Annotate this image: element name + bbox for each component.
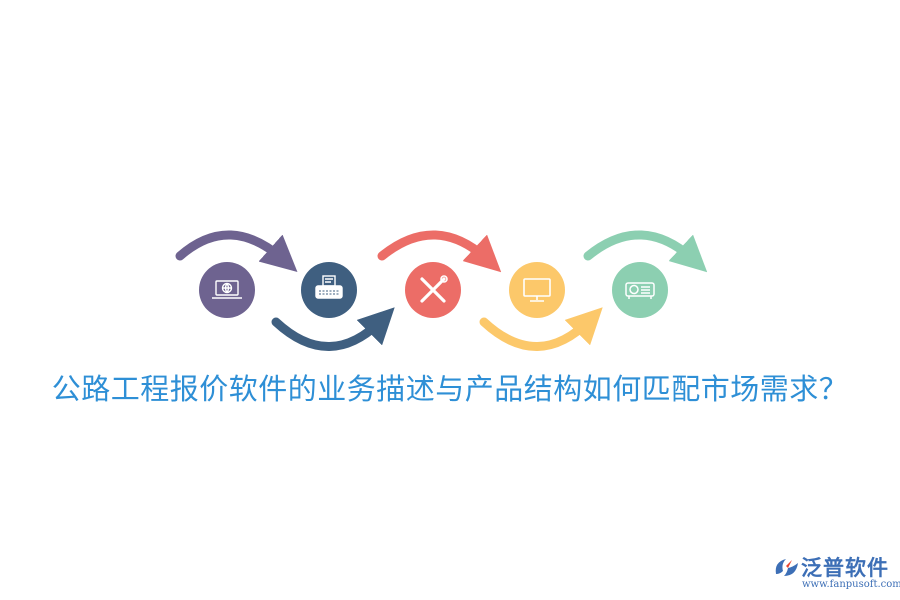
step-2-arrow [271,307,395,351]
typewriter-icon [315,275,343,299]
step-5-arrow [583,230,708,273]
brand-watermark: 泛普软件 www.fanpusoft.com [772,552,900,596]
fanpu-logo-icon [775,559,798,576]
brand-name: 泛普软件 [801,556,889,580]
laptop-globe-icon [212,280,242,299]
step-1-arrow [175,230,298,272]
step-4-arrow [479,307,603,351]
projector-icon [625,282,655,299]
step-4-node [509,262,565,318]
step-3-arrow [377,230,502,273]
tools-icon [420,275,448,303]
brand-url: www.fanpusoft.com [802,579,900,590]
step-1-node [199,262,255,318]
step-5-node [612,262,668,318]
monitor-icon [523,278,551,302]
step-2-node [301,262,357,318]
step-3-node [405,262,461,318]
page-title: 公路工程报价软件的业务描述与产品结构如何匹配市场需求？ [51,372,849,406]
